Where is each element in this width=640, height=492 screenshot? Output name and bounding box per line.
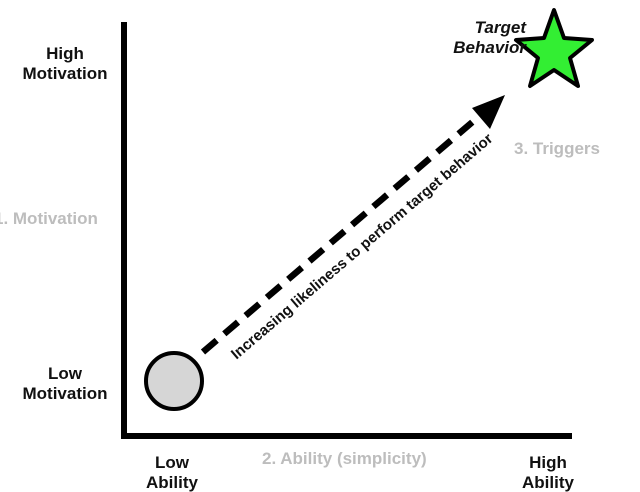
high-ability-label: High Ability [522,453,574,492]
ability-axis-label: 2. Ability (simplicity) [262,449,427,468]
arrow-head-icon [472,95,505,129]
triggers-label: 3. Triggers [514,139,600,158]
dashed-arrow-line [200,110,486,355]
low-ability-label: Low Ability [146,453,198,492]
low-motivation-label: Low Motivation [22,364,108,403]
arrow-caption: Increasing likeliness to perform target … [228,130,497,363]
high-motivation-label: High Motivation [22,44,108,83]
circle-icon [144,351,204,411]
target-behavior-label: Target Behavior [453,18,526,57]
fogg-behavior-diagram: Increasing likeliness to perform target … [121,8,594,439]
motivation-axis-label: 1. Motivation [0,209,98,228]
star-icon [514,8,594,88]
